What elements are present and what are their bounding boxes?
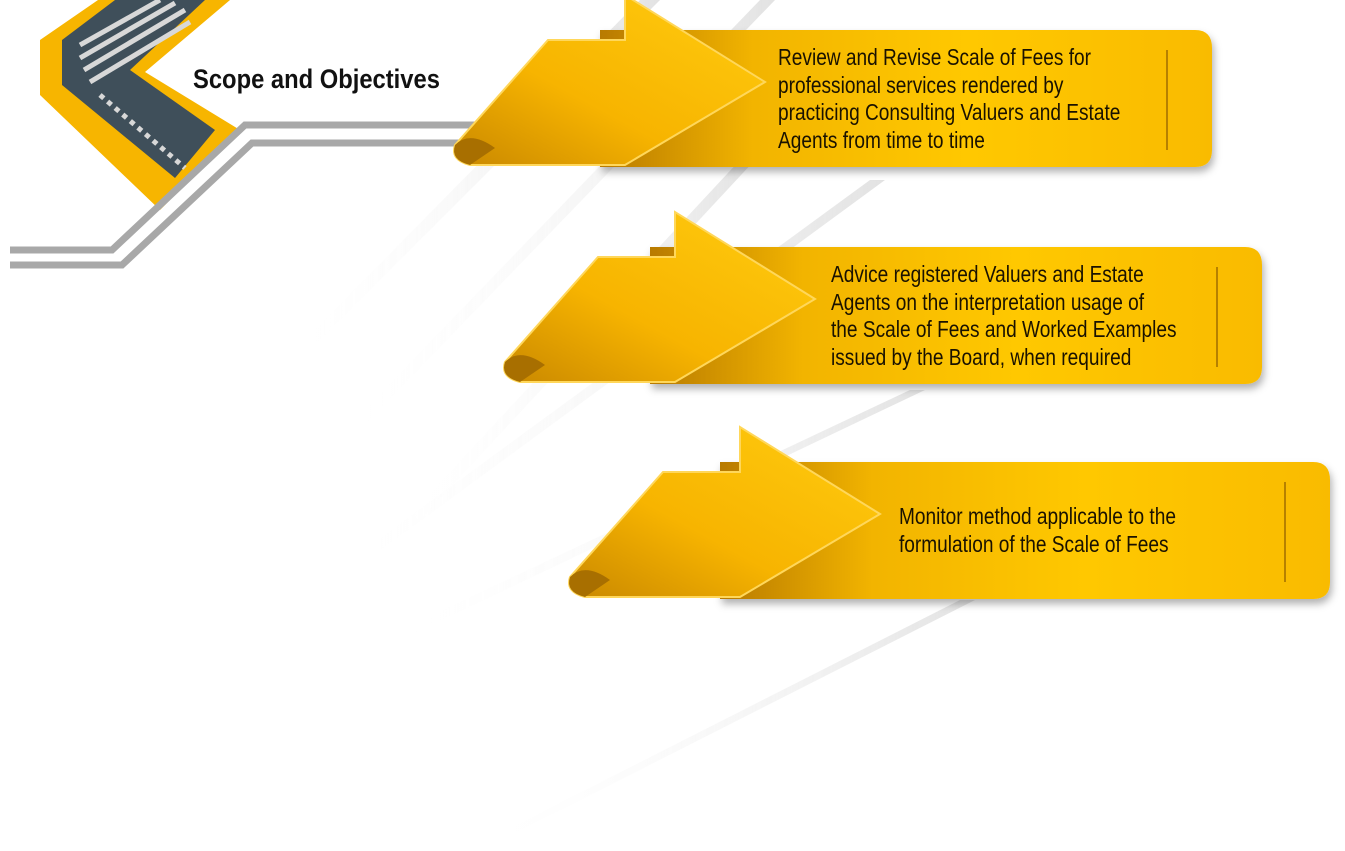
objective-line: issued by the Board, when required [831, 343, 1132, 370]
objective-arrow-2 [503, 210, 1262, 384]
objective-line: Agents on the interpretation usage of [831, 288, 1145, 315]
page-title: Scope and Objectives [193, 64, 440, 94]
objective-arrow-3 [568, 425, 1330, 599]
objective-line: the Scale of Fees and Worked Examples [831, 316, 1177, 342]
objective-text-2: Advice registered Valuers and Estate Age… [831, 261, 1177, 371]
objective-arrow-1 [453, 0, 1212, 167]
objective-line: Agents from time to time [778, 126, 985, 153]
objective-line: Advice registered Valuers and Estate [831, 261, 1144, 287]
objective-line: formulation of the Scale of Fees [899, 530, 1169, 557]
objective-text-3: Monitor method applicable to the formula… [899, 503, 1176, 558]
objective-line: Monitor method applicable to the [899, 503, 1176, 529]
objective-line: professional services rendered by [778, 71, 1064, 98]
objective-line: practicing Consulting Valuers and Estate [778, 99, 1121, 125]
corner-decoration [10, 0, 480, 269]
objective-line: Review and Revise Scale of Fees for [778, 44, 1092, 70]
objective-text-1: Review and Revise Scale of Fees for prof… [778, 44, 1120, 154]
